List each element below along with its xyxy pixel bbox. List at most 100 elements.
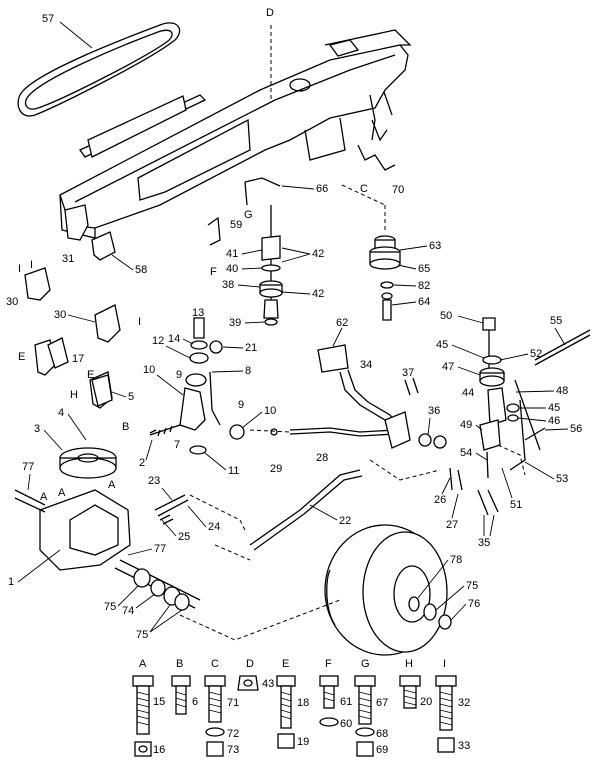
callout-37: 37 [402, 367, 414, 379]
hw-letter-H: H [405, 658, 413, 670]
callout-75-c: 75 [466, 580, 478, 592]
hw-letter-I: I [443, 658, 446, 670]
callout-31: 31 [62, 253, 74, 265]
callout-50: 50 [440, 310, 452, 322]
callout-62: 62 [336, 317, 348, 329]
callout-41: 41 [226, 248, 238, 260]
callout-44: 44 [462, 387, 474, 399]
callout-51: 51 [510, 499, 522, 511]
callout-7: 7 [174, 439, 180, 451]
callout-11: 11 [228, 465, 239, 477]
callout-12: 12 [152, 335, 164, 347]
lever-assembly [317, 344, 447, 481]
callout-9-b: 9 [238, 399, 244, 411]
pulley-right-upper [369, 235, 401, 321]
callout-77-a: 77 [22, 461, 34, 473]
callout-42-b: 42 [312, 288, 324, 300]
callout-54: 54 [460, 447, 472, 459]
callout-23: 23 [148, 475, 160, 487]
callout-66: 66 [316, 183, 328, 195]
callout-H: H [70, 389, 78, 401]
callout-labels: 57 D 31 58 30 30 I I I 66 G 59 F 70 C 41… [6, 7, 582, 641]
callout-40: 40 [226, 263, 238, 275]
callout-22: 22 [339, 515, 351, 527]
hw-letter-E: E [282, 658, 289, 670]
callout-49: 49 [460, 419, 472, 431]
callout-78: 78 [450, 554, 462, 566]
callout-I-3: I [138, 316, 141, 328]
hw-A-top: 15 [153, 696, 165, 708]
hw-C-bottom2: 73 [227, 744, 239, 756]
callout-10-b: 10 [264, 405, 276, 417]
hw-E-bottom: 19 [297, 736, 309, 748]
idler-assembly [149, 317, 245, 455]
callout-38: 38 [222, 279, 234, 291]
callout-29: 29 [270, 463, 282, 475]
callout-17: 17 [72, 353, 84, 365]
wheel [179, 524, 452, 656]
callout-42-a: 42 [312, 248, 324, 260]
callout-34: 34 [360, 359, 372, 371]
hw-I-bottom: 33 [458, 740, 470, 752]
callout-D: D [266, 7, 274, 19]
hw-B-top: 6 [192, 696, 198, 708]
chassis-frame [59, 29, 412, 239]
callout-8: 8 [245, 365, 251, 377]
control-assembly-right [479, 317, 591, 479]
hw-G-top: 67 [376, 697, 388, 709]
callout-1: 1 [8, 576, 14, 588]
hw-H-top: 20 [420, 696, 432, 708]
callout-76: 76 [468, 598, 480, 610]
callout-27: 27 [446, 519, 458, 531]
callout-48: 48 [556, 385, 568, 397]
callout-63: 63 [429, 240, 441, 252]
hw-F-top: 61 [340, 696, 352, 708]
callout-4: 4 [58, 407, 64, 419]
callout-47: 47 [442, 361, 454, 373]
hw-letter-A: A [139, 658, 147, 670]
pulley-stack-center [259, 205, 283, 326]
callout-B: B [122, 421, 129, 433]
callout-35: 35 [478, 537, 490, 549]
hw-F-bottom: 60 [340, 718, 352, 730]
callout-F: F [210, 266, 217, 278]
callout-55: 55 [550, 315, 562, 327]
callout-39: 39 [229, 317, 241, 329]
callout-59: 59 [230, 219, 242, 231]
callout-75-a: 75 [104, 601, 116, 613]
callout-30-b: 30 [54, 309, 66, 321]
callout-G: G [244, 209, 253, 221]
callout-I-1: I [18, 263, 21, 275]
callout-C: C [360, 183, 368, 195]
callout-70: 70 [392, 184, 404, 196]
hw-letter-D: D [246, 658, 254, 670]
callout-3: 3 [34, 423, 40, 435]
callout-82: 82 [418, 280, 430, 292]
hw-D-top: 43 [262, 678, 274, 690]
hw-letter-F: F [325, 658, 332, 670]
callout-I-2: I [30, 259, 33, 271]
callout-28: 28 [316, 452, 328, 464]
callout-58: 58 [135, 264, 147, 276]
callout-25: 25 [178, 531, 190, 543]
callout-30-a: 30 [6, 296, 18, 308]
hw-I-top: 32 [458, 697, 470, 709]
brackets-mid-left [47, 337, 113, 407]
callout-24: 24 [208, 521, 220, 533]
drive-belt [17, 22, 181, 117]
callout-45-b: 45 [548, 402, 560, 414]
callout-E: E [18, 351, 25, 363]
callout-46: 46 [548, 415, 560, 427]
callout-57: 57 [42, 13, 54, 25]
callout-45-a: 45 [436, 339, 448, 351]
hw-G-bottom: 68 [376, 728, 388, 740]
callout-52: 52 [530, 348, 542, 360]
hw-G-bottom2: 69 [376, 744, 388, 756]
rod-28 [249, 427, 396, 437]
small-parts-26-27-35 [449, 467, 499, 516]
callout-A-2: A [58, 487, 66, 499]
hw-letter-C: C [211, 658, 219, 670]
callout-21: 21 [245, 342, 257, 354]
